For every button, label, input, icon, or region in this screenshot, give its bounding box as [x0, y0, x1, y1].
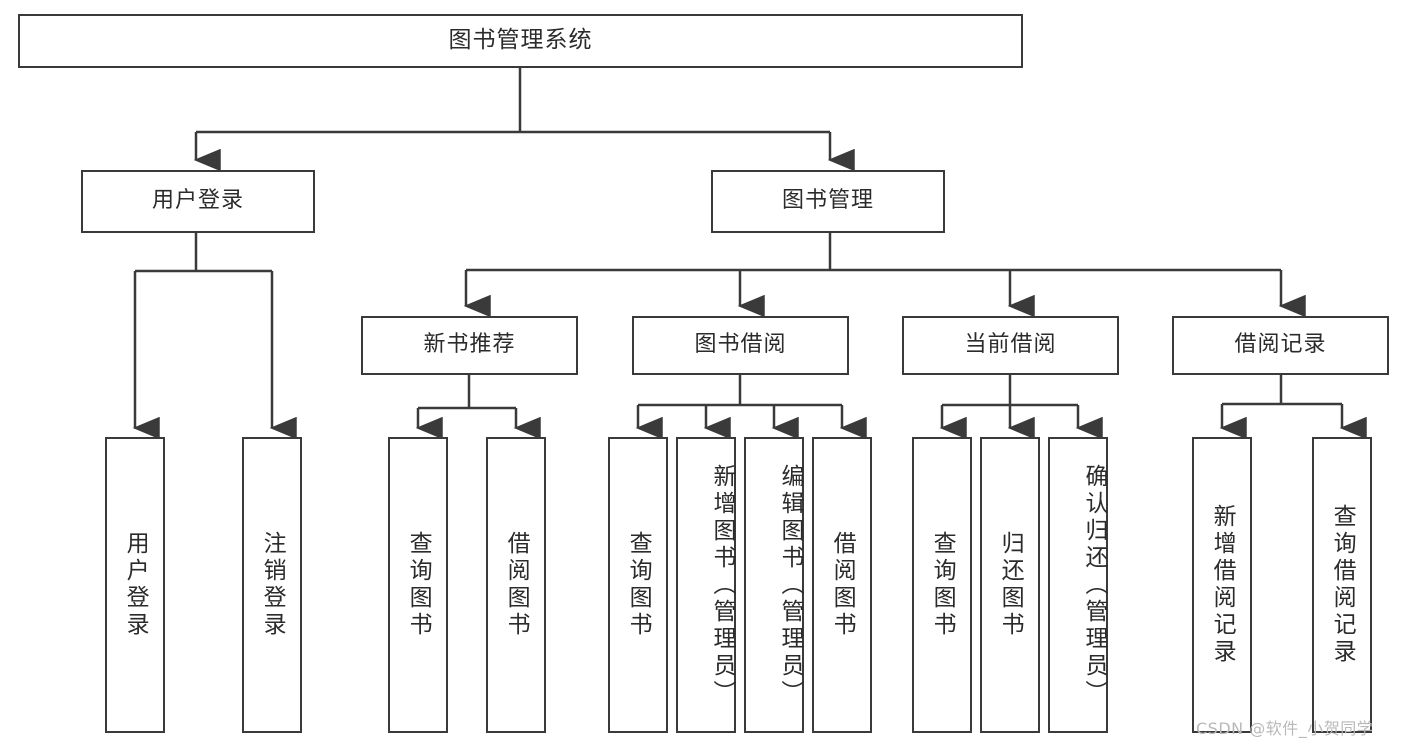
node-new-book-rec-label: 新书推荐 — [423, 332, 516, 358]
leaf-edit-book-label: 编辑图书（管理员） — [777, 463, 803, 707]
node-new-book-rec[interactable]: 新书推荐 — [361, 316, 578, 375]
leaf-borrow-book-2[interactable]: 借阅图书 — [812, 437, 872, 733]
leaf-query-record-label: 查询借阅记录 — [1329, 504, 1356, 666]
leaf-query-book-1-label: 查询图书 — [405, 531, 432, 639]
leaf-confirm-return[interactable]: 确认归还（管理员） — [1048, 437, 1108, 733]
leaf-query-book-2[interactable]: 查询图书 — [608, 437, 668, 733]
node-book-borrow-label: 图书借阅 — [694, 332, 787, 358]
leaf-query-book-3-label: 查询图书 — [929, 531, 956, 639]
csdn-watermark: CSDN @软件_小贺同学 — [1196, 719, 1374, 738]
leaf-add-book-label: 新增图书（管理员） — [709, 463, 735, 707]
node-book-borrow[interactable]: 图书借阅 — [632, 316, 849, 375]
leaf-return-book[interactable]: 归还图书 — [980, 437, 1040, 733]
leaf-add-book[interactable]: 新增图书（管理员） — [676, 437, 736, 733]
leaf-user-login[interactable]: 用户登录 — [105, 437, 165, 733]
node-current-borrow-label: 当前借阅 — [964, 332, 1057, 358]
leaf-borrow-book-1[interactable]: 借阅图书 — [486, 437, 546, 733]
node-current-borrow[interactable]: 当前借阅 — [902, 316, 1119, 375]
leaf-return-book-label: 归还图书 — [997, 531, 1024, 639]
leaf-query-book-2-label: 查询图书 — [625, 531, 652, 639]
leaf-edit-book[interactable]: 编辑图书（管理员） — [744, 437, 804, 733]
node-root-label: 图书管理系统 — [448, 27, 593, 54]
leaf-logout[interactable]: 注销登录 — [242, 437, 302, 733]
leaf-add-record[interactable]: 新增借阅记录 — [1192, 437, 1252, 733]
node-user-login-label: 用户登录 — [151, 188, 244, 214]
node-book-manage[interactable]: 图书管理 — [711, 170, 945, 233]
leaf-query-record[interactable]: 查询借阅记录 — [1312, 437, 1372, 733]
leaf-add-record-label: 新增借阅记录 — [1209, 504, 1236, 666]
node-book-manage-label: 图书管理 — [781, 188, 874, 214]
node-borrow-record[interactable]: 借阅记录 — [1172, 316, 1389, 375]
node-borrow-record-label: 借阅记录 — [1234, 332, 1327, 358]
leaf-logout-label: 注销登录 — [259, 531, 286, 639]
leaf-query-book-3[interactable]: 查询图书 — [912, 437, 972, 733]
leaf-borrow-book-2-label: 借阅图书 — [829, 531, 856, 639]
leaf-confirm-return-label: 确认归还（管理员） — [1081, 463, 1107, 707]
leaf-user-login-label: 用户登录 — [122, 531, 149, 639]
node-root[interactable]: 图书管理系统 — [18, 14, 1023, 68]
leaf-query-book-1[interactable]: 查询图书 — [388, 437, 448, 733]
leaf-borrow-book-1-label: 借阅图书 — [503, 531, 530, 639]
node-user-login[interactable]: 用户登录 — [81, 170, 315, 233]
